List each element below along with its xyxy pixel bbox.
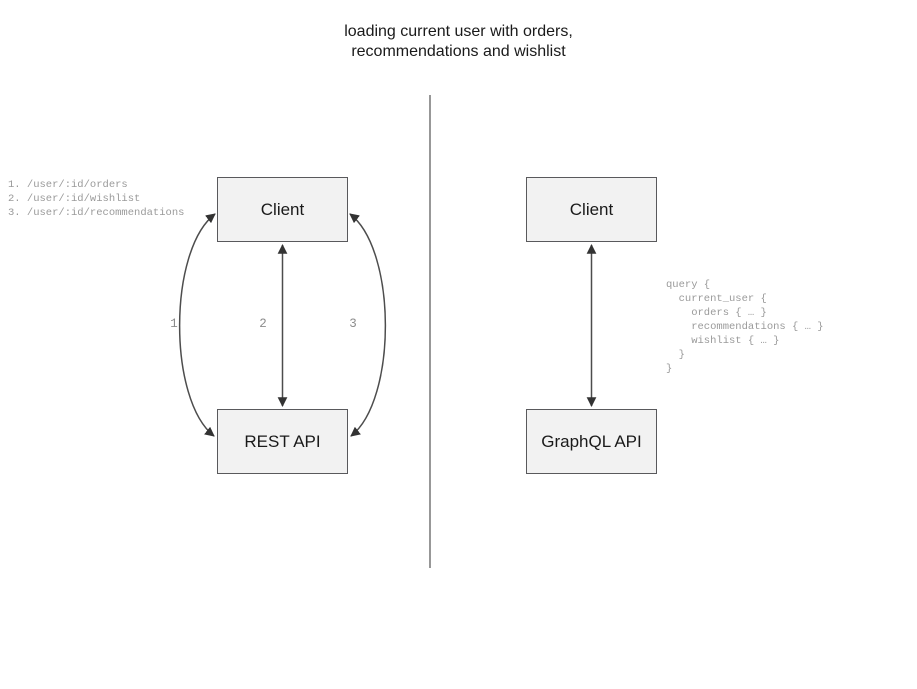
node-rest-api-label: REST API	[244, 431, 321, 451]
edge-label-3: 3	[349, 317, 357, 331]
edge-1-curve	[178, 213, 216, 437]
rest-endpoints-list: 1. /user/:id/orders 2. /user/:id/wishlis…	[8, 179, 185, 219]
node-rest-api[interactable]: REST API	[217, 409, 348, 474]
node-client-graphql[interactable]: Client	[526, 177, 657, 242]
node-client-rest[interactable]: Client	[217, 177, 348, 242]
edge-label-1: 1	[170, 317, 178, 331]
edge-label-2: 2	[259, 317, 267, 331]
page-title: loading current user with orders, recomm…	[344, 23, 573, 60]
graphql-query-snippet: query { current_user { orders { … } reco…	[666, 279, 824, 375]
node-graphql-api[interactable]: GraphQL API	[526, 409, 657, 474]
node-client-graphql-label: Client	[569, 199, 614, 219]
node-client-rest-label: Client	[260, 199, 305, 219]
node-graphql-api-label: GraphQL API	[541, 431, 642, 451]
